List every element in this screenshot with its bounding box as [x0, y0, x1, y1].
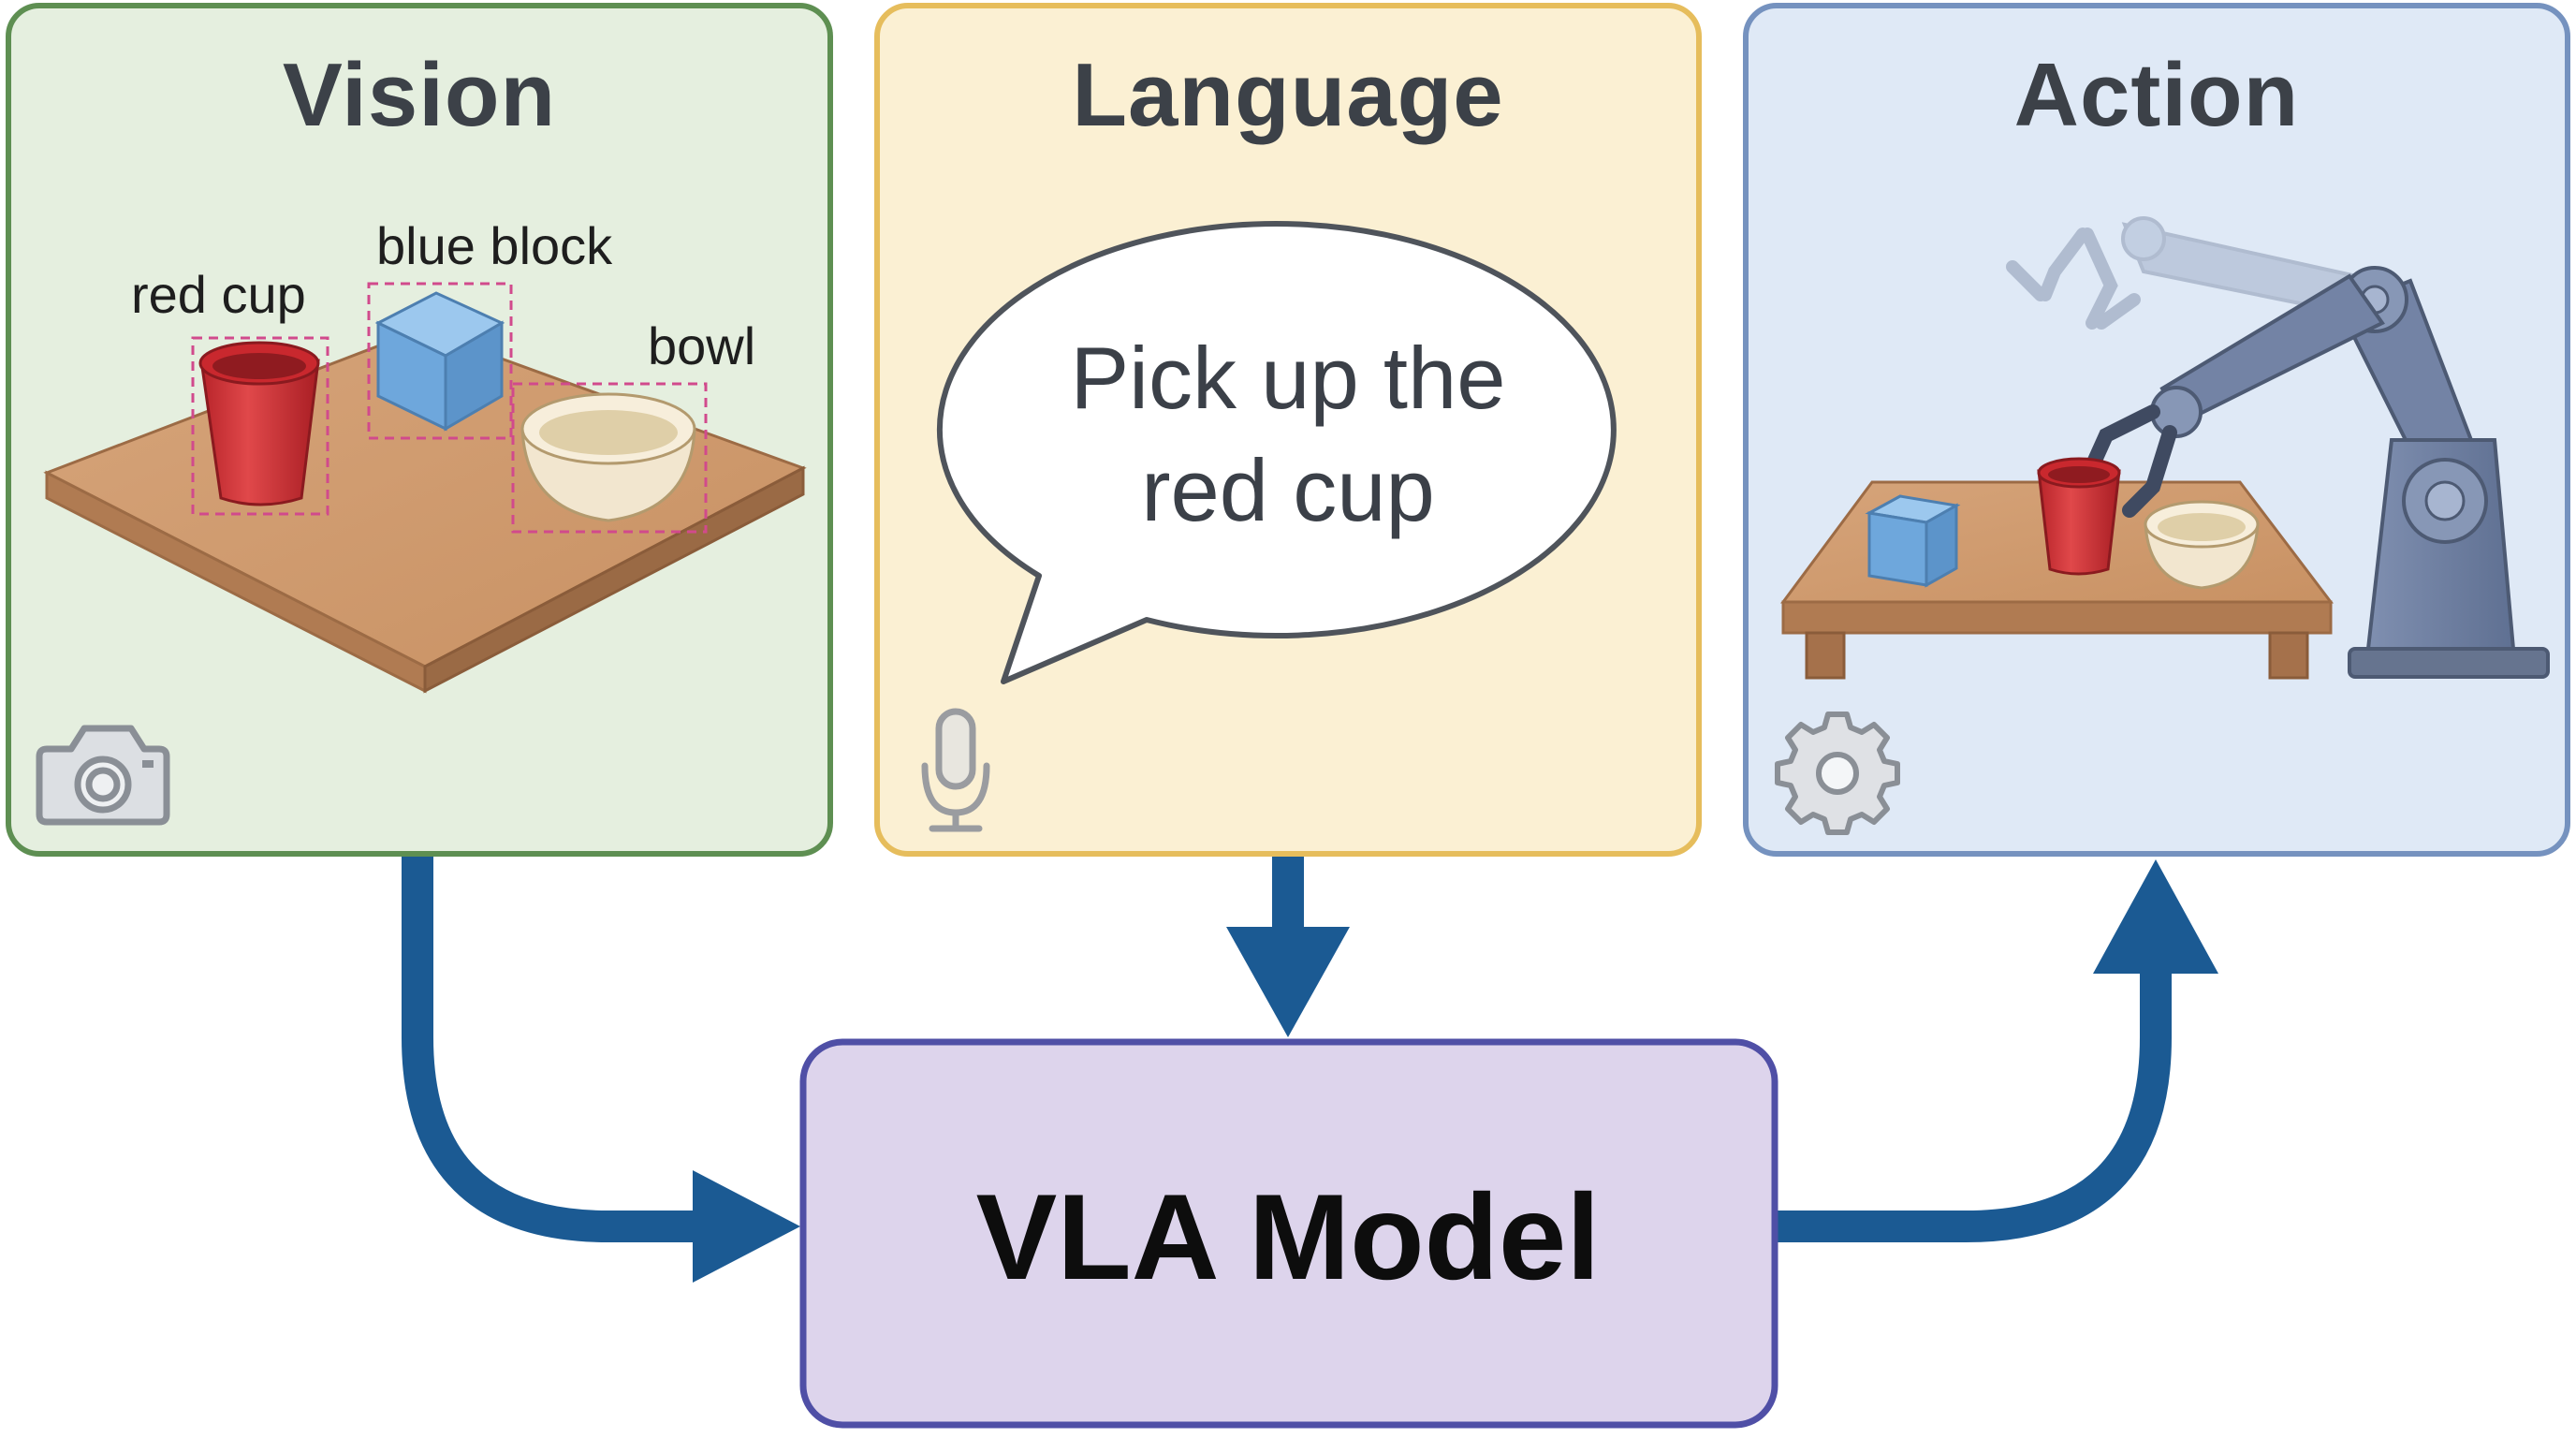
camera-icon	[36, 725, 170, 826]
vision-scene: red cup blue block bowl	[36, 216, 807, 826]
vla-model-box: VLA Model	[799, 1038, 1778, 1429]
blue-block-label: blue block	[376, 216, 613, 275]
model-to-action-arrow	[1777, 960, 2172, 1242]
speech-line-2: red cup	[1141, 441, 1435, 539]
action-bowl	[2144, 500, 2260, 590]
action-scene	[1775, 216, 2550, 835]
gear-icon	[1775, 712, 1900, 835]
action-title: Action	[2013, 45, 2300, 145]
speech-bubble	[936, 221, 1617, 684]
microphone-icon	[921, 708, 990, 832]
vision-arrowhead	[693, 1170, 800, 1283]
vision-to-model-arrow	[402, 857, 711, 1242]
red-cup	[191, 336, 329, 516]
red-cup-label: red cup	[131, 265, 306, 324]
action-red-cup	[2037, 457, 2121, 576]
blue-block	[367, 282, 513, 440]
action-arrowhead	[2093, 859, 2218, 974]
vision-title: Vision	[282, 45, 557, 145]
bowl-label: bowl	[648, 316, 755, 375]
bowl	[511, 382, 708, 534]
robot-arm	[2082, 266, 2550, 679]
speech-line-1: Pick up the	[1070, 329, 1505, 427]
language-title: Language	[1072, 45, 1504, 145]
action-blue-block	[1865, 494, 1961, 588]
vla-model-label: VLA Model	[976, 1168, 1601, 1305]
language-arrowhead	[1226, 927, 1350, 1037]
language-scene: Pick up the red cup	[921, 221, 1617, 832]
action-panel: Action	[1743, 3, 2570, 857]
